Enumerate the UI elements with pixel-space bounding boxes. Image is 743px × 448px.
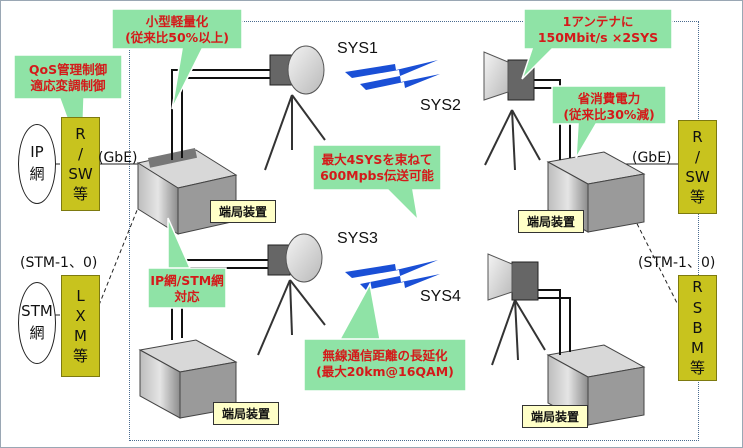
radio-bolt-bottom-2 — [360, 274, 440, 290]
callout-distance: 無線通信距離の長延化 (最大20km@16QAM) — [316, 348, 454, 379]
radio-bolts — [345, 60, 440, 290]
callout-compact: 小型軽量化 (従来比50%以上) — [125, 14, 229, 45]
gbe-label-left: (GbE) — [98, 150, 138, 166]
callout-power: 省消費電力 (従来比30%減) — [563, 91, 655, 122]
callout-ip-stm: IP網/STM網 対応 — [150, 273, 224, 304]
lxm-box: L X M 等 — [61, 275, 100, 377]
radio-bolt-top-2 — [360, 74, 440, 90]
sys3-label: SYS3 — [337, 230, 378, 247]
stm-network-ellipse: STM 網 — [18, 282, 56, 364]
router-switch-right: R / SW 等 — [678, 120, 717, 214]
terminal-label-bottom-right: 端局装置 — [522, 405, 589, 428]
terminal-label-top-right: 端局装置 — [518, 210, 585, 233]
callout-compact-shape — [111, 8, 243, 110]
system-boundary — [129, 21, 699, 441]
sys4-label: SYS4 — [420, 288, 461, 305]
antenna-left-top — [264, 45, 326, 171]
gbe-label-right: (GbE) — [632, 150, 672, 166]
terminal-label-bottom-left: 端局装置 — [213, 402, 280, 425]
router-switch-left: R / SW 等 — [61, 117, 100, 211]
antenna-right-bottom — [487, 253, 546, 366]
rsbm-box: R S B M 等 — [678, 275, 717, 381]
callout-bundle: 最大4SYSを束ねて 600Mpbs伝送可能 — [320, 152, 434, 183]
antenna-left-bottom — [257, 233, 326, 356]
stm-label-right: (STM-1、0) — [638, 255, 716, 271]
antenna-right-top — [483, 51, 541, 171]
stm-label-left: (STM-1、0) — [20, 255, 98, 271]
radio-bolt-top — [345, 60, 438, 78]
callout-shapes — [13, 8, 673, 392]
callout-bundle-shape — [312, 144, 442, 223]
sys1-label: SYS1 — [337, 40, 378, 57]
callout-qos: QoS管理制御 適応変調制御 — [28, 62, 108, 93]
callout-power-shape — [551, 85, 667, 159]
radio-bolt-bottom — [345, 260, 438, 278]
callout-ip-stm-shape — [147, 217, 227, 309]
ip-network-ellipse: IP 網 — [18, 124, 56, 204]
sys2-label: SYS2 — [420, 97, 461, 114]
callout-distance-shape — [303, 281, 467, 392]
callout-one-antenna-shape — [521, 8, 673, 80]
callout-one-antenna: 1アンテナに 150Mbit/s ×2SYS — [537, 14, 659, 45]
terminal-label-top-left: 端局装置 — [210, 200, 277, 223]
